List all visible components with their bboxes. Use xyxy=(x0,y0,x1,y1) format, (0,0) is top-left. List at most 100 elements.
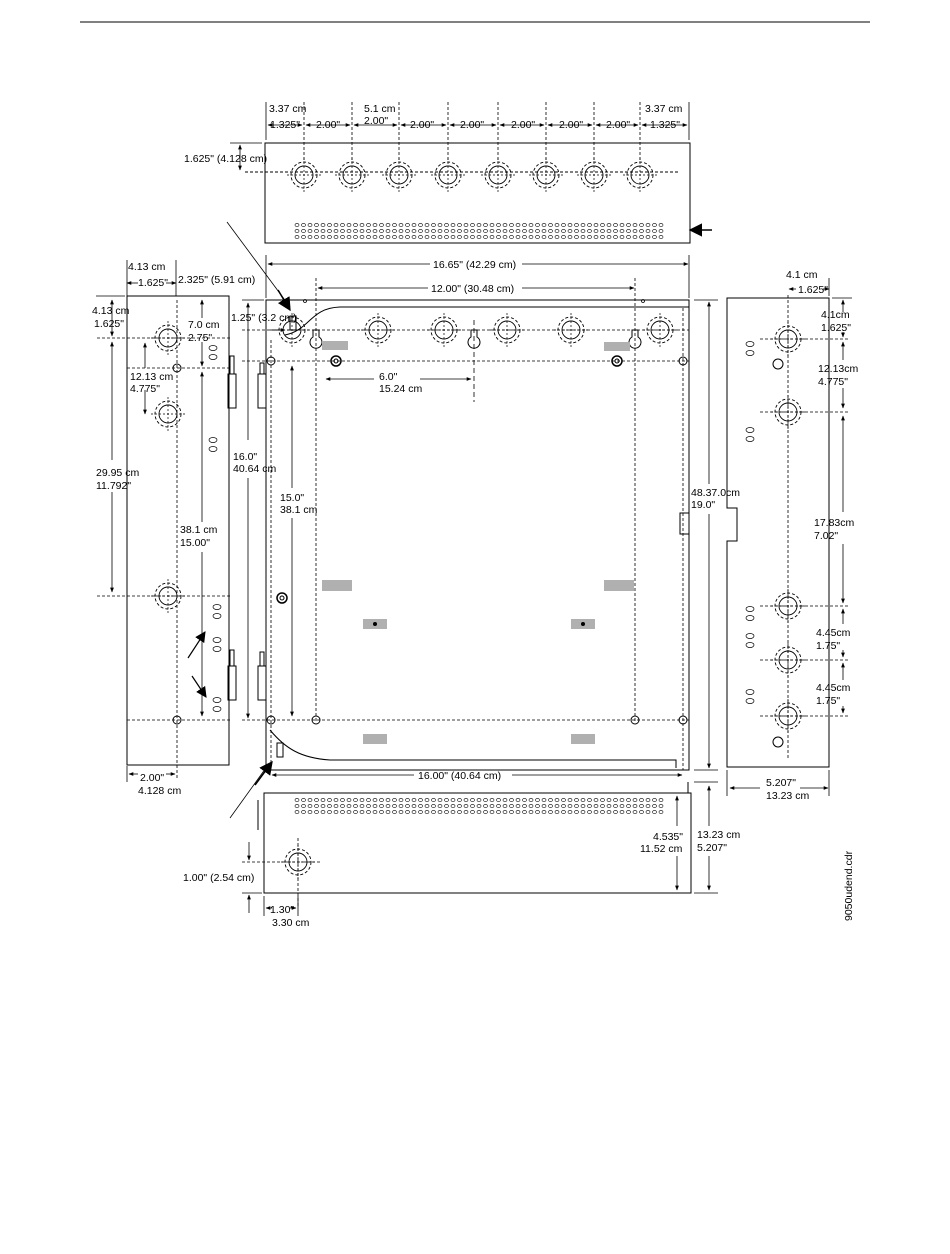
vent-hole xyxy=(450,235,456,239)
label-right-445a-cm: 4.45cm xyxy=(816,627,851,639)
vent-hole xyxy=(294,804,300,808)
vent-hole xyxy=(567,798,573,802)
label-top-right-cm: 3.37 cm xyxy=(645,103,683,115)
knockout xyxy=(554,313,588,347)
vent-hole xyxy=(398,798,404,802)
vent-hole xyxy=(457,798,462,802)
label-bottom-ko-offset: 1.00" (2.54 cm) xyxy=(183,872,254,884)
vent-hole xyxy=(522,229,527,233)
vent-hole xyxy=(463,804,469,808)
vent-hole xyxy=(574,223,579,227)
vent-hole xyxy=(294,235,300,239)
vent-hole xyxy=(476,229,482,233)
vent-hole xyxy=(424,804,430,808)
vent-hole xyxy=(619,229,625,233)
vent-hole xyxy=(606,235,612,239)
vent-hole xyxy=(619,235,625,239)
vent-hole xyxy=(372,235,378,239)
vent-slot xyxy=(212,613,222,619)
vent-hole xyxy=(353,810,358,814)
vent-hole xyxy=(561,235,566,239)
vent-hole xyxy=(333,804,339,808)
knockout xyxy=(481,158,515,192)
vent-hole xyxy=(632,804,638,808)
label-left-bottom-cm: 4.128 cm xyxy=(138,785,181,797)
vent-hole xyxy=(606,229,612,233)
vent-hole xyxy=(437,804,443,808)
vent-hole xyxy=(522,810,527,814)
vent-hole xyxy=(320,798,326,802)
top-panel xyxy=(245,142,712,244)
vent-hole xyxy=(645,804,651,808)
vent-hole xyxy=(502,229,508,233)
vent-hole xyxy=(619,804,625,808)
vent-hole xyxy=(379,235,384,239)
vent-hole xyxy=(359,229,365,233)
vent-hole xyxy=(424,798,430,802)
vent-hole xyxy=(619,798,625,802)
vent-hole xyxy=(502,804,508,808)
bottom-knockouts xyxy=(281,845,315,879)
vent-hole xyxy=(294,810,300,814)
knockout xyxy=(382,158,416,192)
vent-hole xyxy=(548,810,553,814)
vent-hole xyxy=(431,804,436,808)
vent-hole xyxy=(385,223,391,227)
left-knockouts xyxy=(151,321,185,613)
vent-slot xyxy=(208,345,218,351)
vent-hole xyxy=(600,804,605,808)
label-left-38-in: 15.00" xyxy=(180,537,210,549)
vent-hole xyxy=(548,798,553,802)
vent-hole xyxy=(470,229,475,233)
vent-hole xyxy=(593,229,599,233)
vent-hole xyxy=(587,810,592,814)
vent-hole xyxy=(574,798,579,802)
vent-slot xyxy=(745,436,755,442)
vent-hole xyxy=(554,804,560,808)
vent-hole xyxy=(340,798,345,802)
label-top-left-cm: 3.37 cm xyxy=(269,103,307,115)
label-left-29-cm: 29.95 cm xyxy=(96,467,139,479)
vent-hole xyxy=(340,229,345,233)
knockout xyxy=(151,579,185,613)
vent-hole xyxy=(561,798,566,802)
vent-hole xyxy=(327,798,332,802)
vent-hole xyxy=(600,223,605,227)
vent-hole xyxy=(398,229,404,233)
vent-hole xyxy=(489,810,495,814)
label-right-445b-in: 1.75" xyxy=(816,695,840,707)
vent-hole xyxy=(379,798,384,802)
label-top-spacing-cm: 5.1 cm xyxy=(364,103,396,115)
vent-hole xyxy=(320,810,326,814)
vent-hole xyxy=(619,810,625,814)
vent-hole xyxy=(580,810,586,814)
vent-slot xyxy=(745,615,755,621)
vent-hole xyxy=(639,798,644,802)
vent-hole xyxy=(496,804,501,808)
vent-hole xyxy=(515,235,521,239)
vent-hole xyxy=(515,804,521,808)
vent-hole xyxy=(483,810,488,814)
vent-hole xyxy=(470,810,475,814)
vent-hole xyxy=(444,804,449,808)
vent-hole xyxy=(483,798,488,802)
knockout xyxy=(771,699,805,733)
vent-hole xyxy=(522,235,527,239)
label-right-12-in: 4.775" xyxy=(818,376,848,388)
label-back-16-in: 16.0" xyxy=(233,451,257,463)
vent-hole xyxy=(301,223,306,227)
vent-hole xyxy=(463,798,469,802)
vent-hole xyxy=(606,810,612,814)
vent-hole xyxy=(418,810,423,814)
vent-hole xyxy=(541,810,547,814)
label-bottom-130-in: 1.30" xyxy=(270,904,294,916)
vent-hole xyxy=(372,810,378,814)
label-back-15-in: 15.0" xyxy=(280,492,304,504)
vent-hole xyxy=(372,223,378,227)
vent-hole xyxy=(359,798,365,802)
knockout xyxy=(287,158,321,192)
vent-hole xyxy=(385,810,391,814)
vent-hole xyxy=(593,798,599,802)
vent-hole xyxy=(502,235,508,239)
vent-hole xyxy=(301,810,306,814)
